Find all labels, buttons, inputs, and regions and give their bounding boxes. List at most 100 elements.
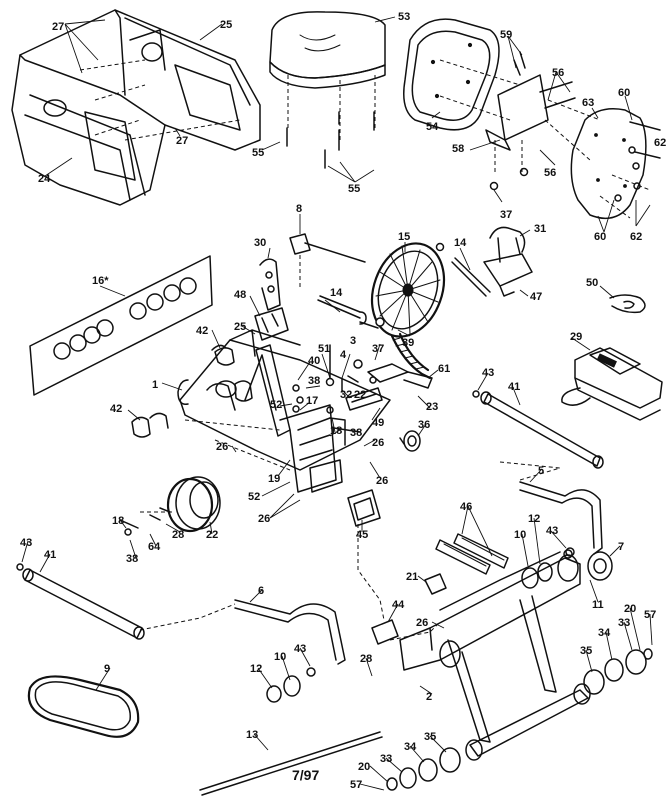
label-p38c: 38	[126, 553, 138, 565]
pedal-assembly	[451, 226, 533, 297]
label-p61: 61	[438, 363, 450, 375]
label-p6: 6	[258, 585, 264, 597]
sensor-cable	[609, 294, 646, 314]
leader-lines	[21, 16, 653, 791]
label-p3: 3	[350, 335, 356, 347]
label-p24-27a: 27	[52, 21, 64, 33]
label-p5: 5	[538, 465, 544, 477]
label-p43b: 43	[546, 525, 558, 537]
label-p26d: 26	[258, 513, 270, 525]
label-p52a: 52	[270, 399, 282, 411]
label-p1: 1	[152, 379, 158, 391]
label-p18b: 18	[112, 515, 124, 527]
label-p4: 4	[340, 349, 347, 361]
seat-back-assembly	[403, 18, 601, 191]
label-p14a: 14	[454, 237, 467, 249]
drive-belt	[27, 675, 140, 738]
label-p42a: 42	[196, 325, 208, 337]
label-p28b: 28	[360, 653, 372, 665]
label-p35b: 35	[424, 731, 436, 743]
label-p20a: 20	[624, 603, 636, 615]
seat-assembly	[269, 11, 386, 169]
label-p30: 30	[254, 237, 266, 249]
label-p60b: 60	[594, 231, 606, 243]
hardware-cluster	[292, 344, 433, 433]
handlebar-6	[139, 599, 346, 677]
label-p36: 36	[418, 419, 430, 431]
label-p8: 8	[296, 203, 302, 215]
label-p25: 25	[220, 19, 232, 31]
label-p17: 17	[306, 395, 318, 407]
label-p33b: 33	[380, 753, 392, 765]
label-p41a: 41	[508, 381, 520, 393]
label-p53: 53	[398, 11, 410, 23]
label-p63: 63	[582, 97, 594, 109]
label-p35a: 35	[580, 645, 592, 657]
label-p48a: 48	[234, 289, 246, 301]
label-p27b: 27	[176, 135, 188, 147]
label-p56a: 56	[552, 67, 564, 79]
wheels-and-caps	[266, 549, 653, 791]
label-p18a: 18	[330, 425, 342, 437]
main-frame	[177, 329, 391, 493]
console-display	[29, 255, 213, 396]
label-p39: 39	[402, 337, 414, 349]
label-p37b: 37	[372, 343, 384, 355]
label-p10b: 10	[274, 651, 286, 663]
label-p33a: 33	[618, 617, 630, 629]
handlebar-5	[499, 461, 603, 557]
flywheel	[370, 242, 446, 338]
label-p23: 23	[426, 401, 438, 413]
label-p41b: 41	[44, 549, 56, 561]
label-p26c: 26	[376, 475, 388, 487]
label-p43c: 43	[20, 537, 32, 549]
label-p54: 54	[426, 121, 439, 133]
label-p55a: 55	[252, 147, 264, 159]
label-p62b: 62	[630, 231, 642, 243]
label-p60a: 60	[618, 87, 630, 99]
label-p9: 9	[104, 663, 110, 675]
label-p21: 21	[406, 571, 418, 583]
label-p57b: 57	[350, 779, 362, 791]
resistance-assembly	[254, 233, 385, 341]
label-p45: 45	[356, 529, 368, 541]
label-p52b: 52	[248, 491, 260, 503]
label-p15: 15	[398, 231, 410, 243]
label-p11: 11	[592, 599, 604, 611]
label-p55b: 55	[348, 183, 360, 195]
label-p10a: 10	[514, 529, 526, 541]
label-p44: 44	[392, 599, 405, 611]
chain	[390, 332, 432, 380]
end-caps	[131, 344, 253, 438]
label-p26a: 26	[216, 441, 228, 453]
label-p19: 19	[268, 473, 280, 485]
label-p34b: 34	[404, 741, 417, 753]
label-p13: 13	[246, 729, 258, 741]
label-p62a: 62	[654, 137, 666, 149]
label-p20b: 20	[358, 761, 370, 773]
label-p38a: 38	[308, 375, 320, 387]
rear-stabilizer	[16, 563, 145, 640]
label-p34a: 34	[598, 627, 611, 639]
label-p59: 59	[500, 29, 512, 41]
label-p38b: 38	[350, 427, 362, 439]
hand-control	[561, 347, 663, 421]
label-p57a: 57	[644, 609, 656, 621]
label-p14b: 14	[330, 287, 343, 299]
label-p31: 31	[534, 223, 546, 235]
label-p37a: 37	[500, 209, 512, 221]
shroud-assembly	[11, 9, 261, 206]
front-stabilizer	[472, 390, 604, 469]
label-p47: 47	[530, 291, 542, 303]
label-p16: 16*	[92, 275, 109, 287]
label-p2: 2	[426, 691, 432, 703]
axle-rod	[199, 731, 383, 796]
date-code: 7/97	[292, 767, 319, 783]
idler-wheel	[399, 430, 421, 452]
label-p12b: 12	[250, 663, 262, 675]
label-p43a: 43	[482, 367, 494, 379]
pulley-22	[119, 476, 221, 536]
label-p25b: 25	[234, 321, 246, 333]
label-p12a: 12	[528, 513, 540, 525]
